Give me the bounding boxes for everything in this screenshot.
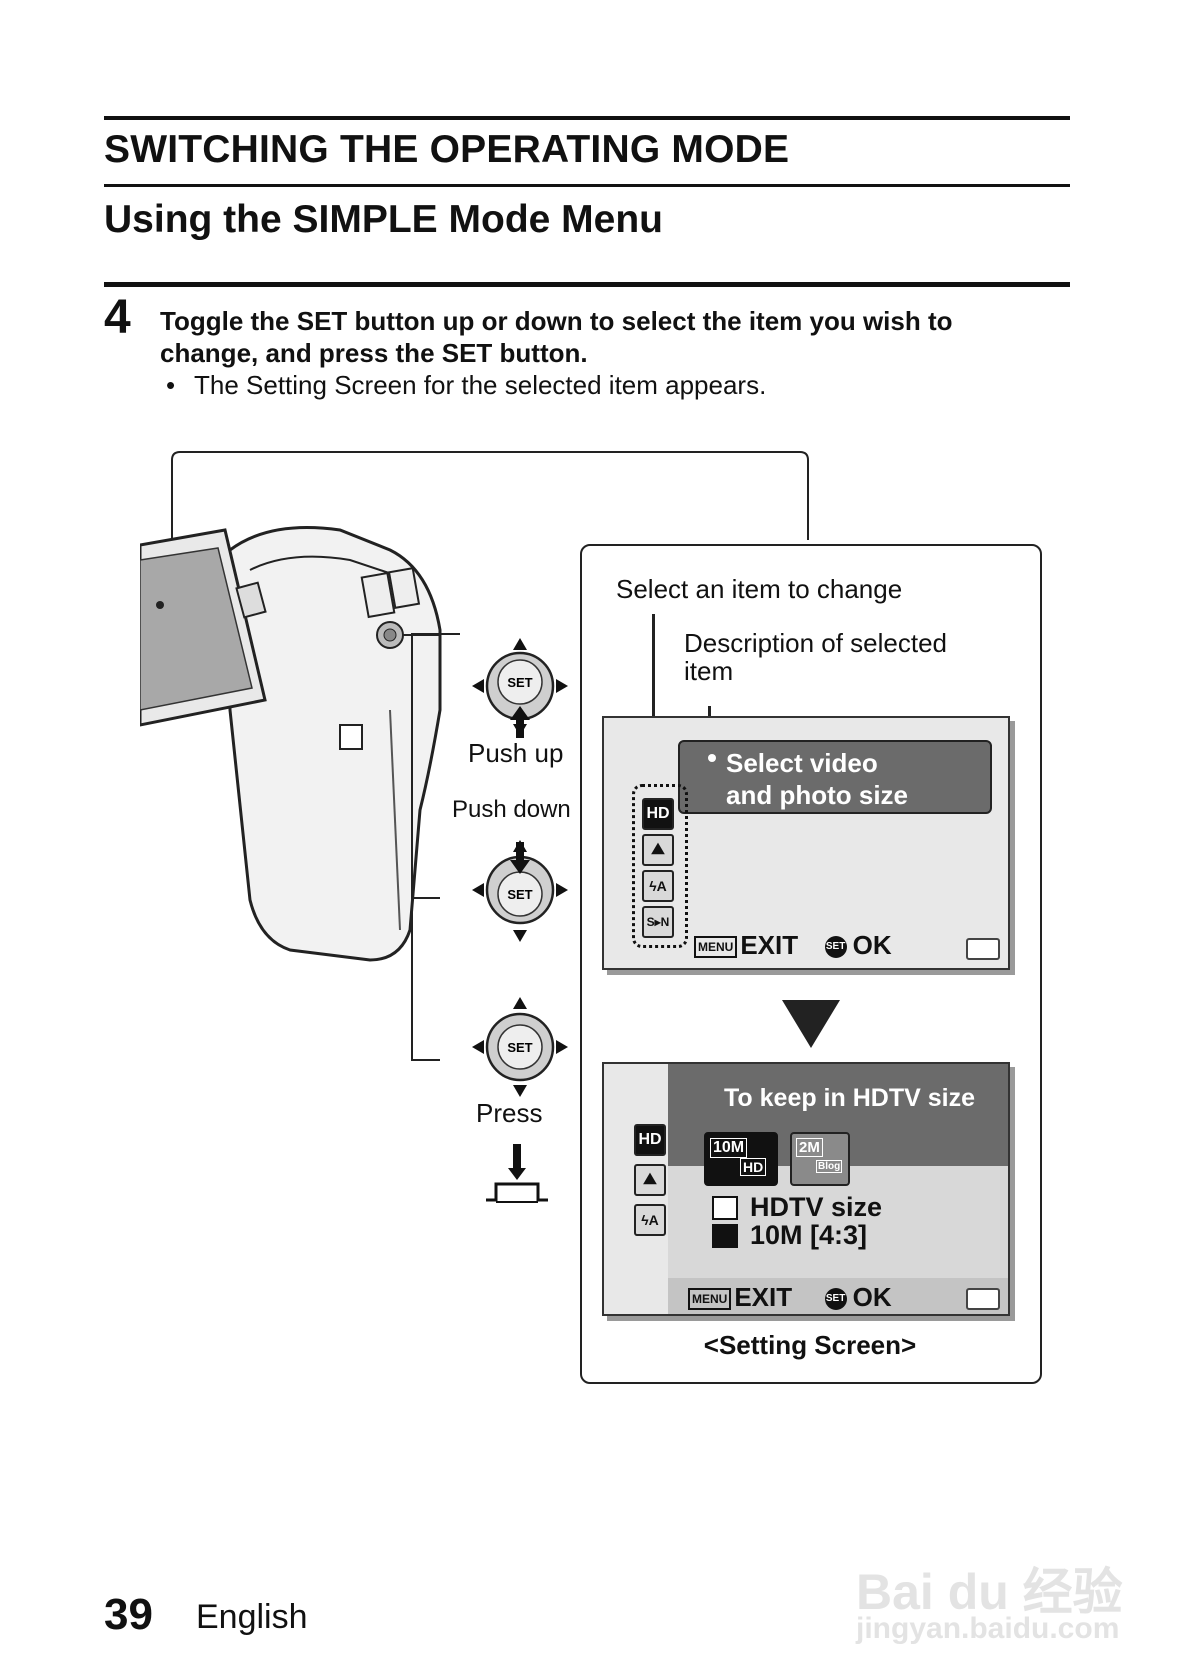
dial-connector [411, 633, 460, 1061]
photo-camera-icon [712, 1224, 738, 1248]
camera-illustration [140, 526, 442, 962]
video-camera-icon [712, 1196, 738, 1220]
press-label: Press [476, 1098, 543, 1128]
setting-set-button-icon[interactable]: SET [824, 1288, 847, 1311]
menu-screen: Select video and photo size HD ⛰ ϟA S▸N … [602, 716, 1010, 970]
ok-label: OK [852, 930, 892, 960]
scene-icon[interactable]: ⛰ [642, 834, 674, 866]
page-title: SWITCHING THE OPERATING MODE [104, 128, 790, 171]
set-dial-push-up[interactable]: SET [470, 636, 570, 746]
set-button-icon[interactable]: SET [824, 936, 847, 959]
arrow-down-icon [782, 1000, 840, 1048]
section-subtitle: Using the SIMPLE Mode Menu [104, 198, 664, 241]
watermark-brand: Bai du 经验 [856, 1564, 1123, 1620]
top-rule [104, 116, 1070, 120]
setting-ok-label: OK [852, 1282, 892, 1312]
callout-description-line2: item [684, 656, 734, 686]
callout-select-item: Select an item to change [616, 574, 903, 604]
screen-panel [580, 544, 1042, 1384]
push-down-label: Push down [452, 796, 571, 823]
setting-header-text: To keep in HDTV size [724, 1084, 975, 1112]
menu-description-line1: Select video [726, 748, 878, 778]
step-instruction-line2: change, and press the SET button. [160, 338, 588, 368]
watermark-url: jingyan.baidu.com [856, 1612, 1120, 1645]
set-dial-press[interactable]: SET [470, 995, 570, 1105]
press-down-icon [486, 1144, 548, 1203]
title-rule [104, 184, 1070, 187]
setting-hd-icon: HD [634, 1124, 666, 1156]
step-instruction-line1: Toggle the SET button up or down to sele… [160, 306, 953, 336]
setting-menu-button-icon[interactable]: MENU [688, 1288, 732, 1311]
setting-screen-caption: <Setting Screen> [703, 1330, 917, 1360]
svg-text:SET: SET [507, 675, 532, 690]
video-size-text: HDTV size [750, 1192, 883, 1222]
page-language: English [196, 1598, 308, 1636]
setting-battery-icon [966, 1288, 1000, 1310]
battery-icon [966, 938, 1000, 960]
exit-label: EXIT [740, 930, 799, 960]
svg-text:SET: SET [507, 1040, 532, 1055]
option-2m-blog[interactable]: 2M Blog [790, 1132, 850, 1186]
callout-description-line1: Description of selected [684, 628, 948, 658]
setting-screen: To keep in HDTV size 10M HD 2M Blog HD ⛰… [602, 1062, 1010, 1316]
menu-button-icon[interactable]: MENU [694, 936, 738, 959]
step-bullet-text: The Setting Screen for the selected item… [194, 370, 767, 400]
photo-size-text: 10M [4:3] [750, 1220, 868, 1250]
hd-icon[interactable]: HD [642, 798, 674, 830]
subtitle-rule [104, 282, 1070, 287]
icon-selection-outline [632, 784, 688, 948]
set-dial-push-down[interactable]: SET [470, 838, 570, 948]
callout-select-line [652, 614, 655, 800]
description-dot [708, 754, 716, 762]
option-10m-hd[interactable]: 10M HD [704, 1132, 778, 1186]
menu-description-line2: and photo size [726, 780, 908, 810]
description-box [678, 740, 992, 814]
flash-auto-icon[interactable]: ϟA [642, 870, 674, 902]
setting-exit-label: EXIT [734, 1282, 793, 1312]
svg-text:SET: SET [507, 887, 532, 902]
step-bullet-marker: • [166, 370, 176, 400]
step-number: 4 [104, 291, 131, 344]
stop-n-icon[interactable]: S▸N [642, 906, 674, 938]
page-number: 39 [104, 1590, 153, 1639]
setting-flash-auto-icon: ϟA [634, 1204, 666, 1236]
setting-scene-icon: ⛰ [634, 1164, 666, 1196]
push-up-label: Push up [468, 738, 564, 768]
callout-frame [171, 451, 809, 548]
